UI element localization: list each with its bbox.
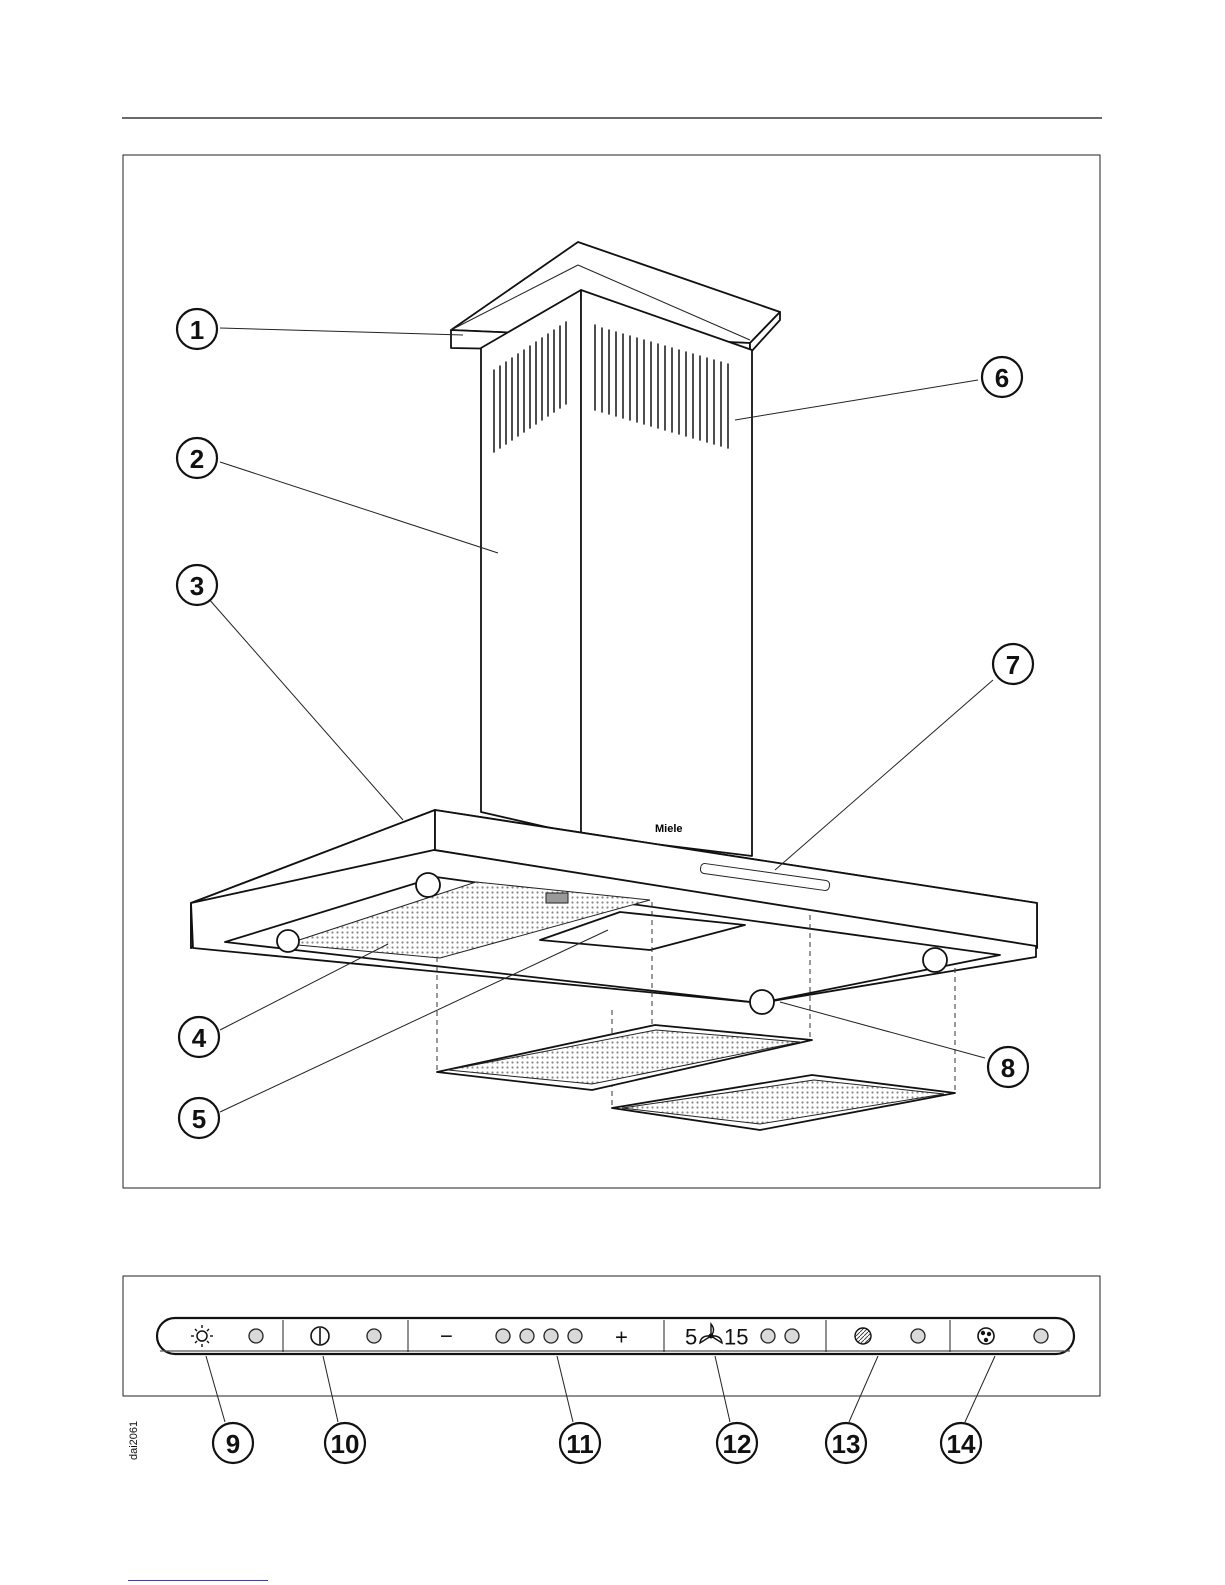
callout-14: 14 — [941, 1423, 981, 1463]
callout-4: 4 — [179, 1017, 219, 1057]
svg-text:2: 2 — [190, 444, 204, 474]
grease-filter-1 — [437, 1025, 812, 1090]
callout-13: 13 — [826, 1423, 866, 1463]
light-indicator — [249, 1329, 263, 1343]
svg-text:4: 4 — [192, 1023, 207, 1053]
svg-text:3: 3 — [190, 571, 204, 601]
odour-filter-indicator — [1034, 1329, 1048, 1343]
power-indicator — [367, 1329, 381, 1343]
delay-15-indicator — [785, 1329, 799, 1343]
callout-11: 11 — [560, 1423, 600, 1463]
svg-text:14: 14 — [947, 1429, 976, 1459]
callout-3: 3 — [177, 565, 217, 605]
delay-5-indicator — [761, 1329, 775, 1343]
svg-text:8: 8 — [1001, 1053, 1015, 1083]
svg-text:7: 7 — [1006, 650, 1020, 680]
grease-filter-indicator — [911, 1329, 925, 1343]
grease-filter-icon[interactable] — [855, 1328, 871, 1344]
svg-text:10: 10 — [331, 1429, 360, 1459]
fan-level-3-indicator — [544, 1329, 558, 1343]
svg-text:9: 9 — [226, 1429, 240, 1459]
callout-8: 8 — [988, 1047, 1028, 1087]
svg-text:12: 12 — [723, 1429, 752, 1459]
callout-1: 1 — [177, 309, 217, 349]
callout-6: 6 — [982, 357, 1022, 397]
drawing-code: dai2061 — [128, 1421, 140, 1460]
svg-text:5: 5 — [192, 1104, 206, 1134]
footer-link-underline — [128, 1580, 268, 1581]
odour-filter-icon[interactable] — [978, 1328, 994, 1344]
fan-level-1-indicator — [496, 1329, 510, 1343]
delay-5-label[interactable]: 5 — [685, 1325, 697, 1350]
callout-2: 2 — [177, 438, 217, 478]
grease-filter-2 — [612, 1075, 955, 1130]
callout-7: 7 — [993, 644, 1033, 684]
svg-text:13: 13 — [832, 1429, 861, 1459]
fan-plus-button[interactable]: + — [615, 1325, 628, 1350]
callout-10: 10 — [325, 1423, 365, 1463]
fan-level-4-indicator — [568, 1329, 582, 1343]
fan-minus-button[interactable]: − — [440, 1324, 453, 1349]
brand-logo: Miele — [655, 823, 683, 835]
delay-15-label[interactable]: 15 — [724, 1325, 748, 1350]
callout-9: 9 — [213, 1423, 253, 1463]
svg-text:1: 1 — [190, 315, 204, 345]
callout-5: 5 — [179, 1098, 219, 1138]
cooker-hood-illustration — [191, 242, 1037, 1130]
callout-12: 12 — [717, 1423, 757, 1463]
svg-text:6: 6 — [995, 363, 1009, 393]
svg-text:11: 11 — [566, 1429, 594, 1459]
fan-level-2-indicator — [520, 1329, 534, 1343]
